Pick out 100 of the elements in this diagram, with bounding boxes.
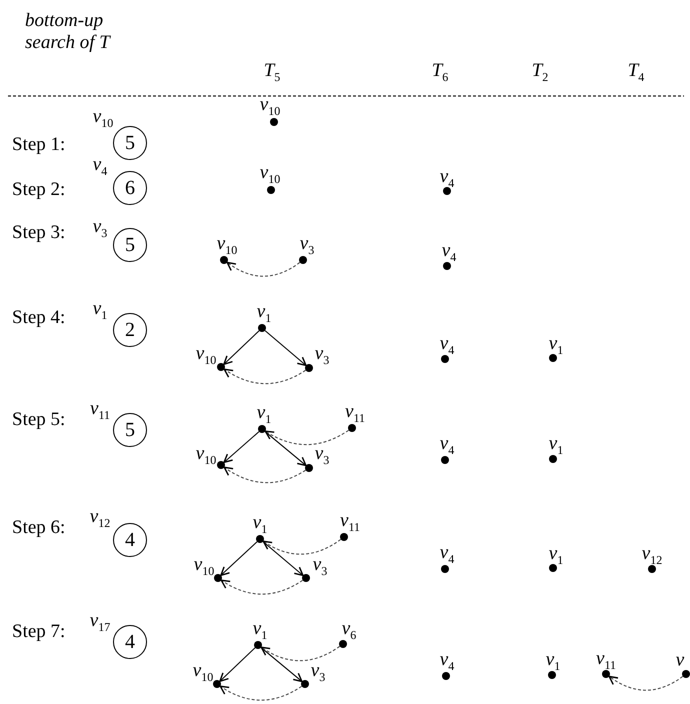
- numbered-circle: 4: [113, 523, 147, 557]
- vertex-dot: [220, 256, 228, 264]
- arrow: [264, 330, 307, 366]
- vertex-label: v$_{4}$: [440, 543, 454, 565]
- vertex-dot: [301, 680, 309, 688]
- vertex-label: v$_{1}$: [256, 403, 272, 425]
- vertex-label: v$_{10}$: [196, 344, 216, 366]
- vertex-label: v$_{1}$: [546, 650, 560, 672]
- dashed-arrow: [226, 262, 300, 277]
- step-label: Step 6:: [12, 517, 66, 539]
- arrow: [223, 330, 260, 365]
- vertex-label: v: [676, 650, 684, 670]
- vertex-label: v$_{10}$: [194, 555, 214, 577]
- vertex-dot: [443, 187, 451, 195]
- vertex-label: v$_{1}$: [256, 302, 272, 324]
- dashed-arrow: [262, 538, 342, 555]
- step-label: Step 3:: [12, 222, 66, 244]
- vertex-dot: [305, 464, 313, 472]
- dashed-arrow: [220, 580, 304, 595]
- vertex-dot: [305, 364, 313, 372]
- vertex-dot: [548, 671, 556, 679]
- numbered-circle: 4: [113, 625, 147, 659]
- arrow: [260, 647, 303, 682]
- vertex-label: v$_{4}$: [440, 650, 454, 672]
- vertex-dot: [256, 535, 264, 543]
- column-heading: T$_{2}$: [532, 61, 548, 83]
- arrow: [219, 647, 256, 682]
- vertex-dot: [339, 640, 347, 648]
- vertex-dot: [340, 533, 348, 541]
- numbered-circle: 2: [113, 313, 147, 347]
- column-heading: T$_{4}$: [628, 61, 644, 83]
- vertex-label: v$_{3}$: [314, 444, 330, 466]
- vertex-label: v$_{11}$: [90, 399, 110, 421]
- vertex-dot: [258, 324, 266, 332]
- numbered-circle: 5: [113, 413, 147, 447]
- dashed-arrow: [608, 676, 684, 691]
- vertex-label: v$_{3}$: [300, 234, 314, 256]
- dashed-arrow: [220, 686, 302, 701]
- vertex-label: v$_{11}$: [345, 402, 365, 424]
- vertex-dot: [602, 670, 610, 678]
- dashed-arrow: [260, 646, 340, 662]
- vertex-dot: [299, 256, 307, 264]
- numbered-circle: 6: [113, 171, 147, 205]
- vertex-dot: [217, 363, 225, 371]
- step-label: Step 5:: [12, 409, 66, 431]
- vertex-label: v$_{10}$: [192, 661, 214, 683]
- vertex-label: v$_{3}$: [310, 661, 326, 683]
- step-label: Step 4:: [12, 307, 66, 329]
- vertex-label: v$_{10}$: [92, 107, 114, 129]
- numbered-circle: 5: [113, 126, 147, 160]
- column-heading: T$_{5}$: [264, 61, 280, 83]
- vertex-dot: [648, 565, 656, 573]
- vertex-label: v$_{17}$: [90, 611, 110, 633]
- column-heading: bottom-up search of T: [25, 10, 112, 54]
- vertex-label: v$_{10}$: [216, 234, 238, 256]
- vertex-dot: [348, 424, 356, 432]
- vertex-dot: [442, 672, 450, 680]
- vertex-label: v$_{1}$: [548, 434, 564, 456]
- dashed-arrow: [264, 430, 350, 446]
- vertex-label: v$_{1}$: [548, 334, 564, 356]
- vertex-dot: [441, 456, 449, 464]
- arrow: [264, 431, 307, 466]
- vertex-label: v$_{12}$: [90, 507, 110, 529]
- vertex-dot: [258, 425, 266, 433]
- step-label: Step 2:: [12, 179, 66, 201]
- arrow: [220, 541, 258, 576]
- vertex-label: v$_{1}$: [252, 513, 268, 535]
- vertex-dot: [549, 564, 557, 572]
- vertex-dot: [213, 680, 221, 688]
- vertex-label: v$_{3}$: [92, 217, 108, 239]
- vertex-label: v$_{10}$: [196, 444, 216, 466]
- step-label: Step 7:: [12, 621, 66, 643]
- vertex-label: v$_{11}$: [596, 649, 616, 671]
- vertex-label: v$_{4}$: [440, 334, 454, 356]
- vertex-label: v$_{6}$: [342, 619, 356, 641]
- vertex-dot: [443, 262, 451, 270]
- vertex-label: v$_{1}$: [548, 544, 564, 566]
- vertex-dot: [441, 355, 449, 363]
- vertex-label: v$_{12}$: [642, 544, 662, 566]
- arrow: [223, 431, 260, 464]
- vertex-label: v$_{11}$: [340, 511, 360, 533]
- vertex-label: v$_{1}$: [92, 299, 108, 321]
- numbered-circle: 5: [113, 228, 147, 262]
- vertex-dot: [549, 455, 557, 463]
- vertex-label: v$_{1}$: [252, 619, 268, 641]
- vertex-label: v$_{10}$: [260, 163, 280, 185]
- vertex-label: v$_{4}$: [92, 155, 108, 177]
- vertex-label: v$_{4}$: [440, 434, 454, 456]
- vertex-dot: [254, 641, 262, 649]
- vertex-dot: [441, 565, 449, 573]
- column-heading: T$_{6}$: [432, 61, 448, 83]
- dashed-arrow: [224, 368, 306, 384]
- vertex-label: v$_{4}$: [440, 167, 454, 189]
- vertex-label: v$_{4}$: [442, 241, 456, 263]
- vertex-label: v$_{10}$: [260, 95, 280, 117]
- arrow: [262, 541, 304, 576]
- vertex-dot: [549, 354, 557, 362]
- vertex-label: v$_{3}$: [312, 555, 328, 577]
- dashed-arrow: [224, 466, 306, 484]
- vertex-dot: [302, 574, 310, 582]
